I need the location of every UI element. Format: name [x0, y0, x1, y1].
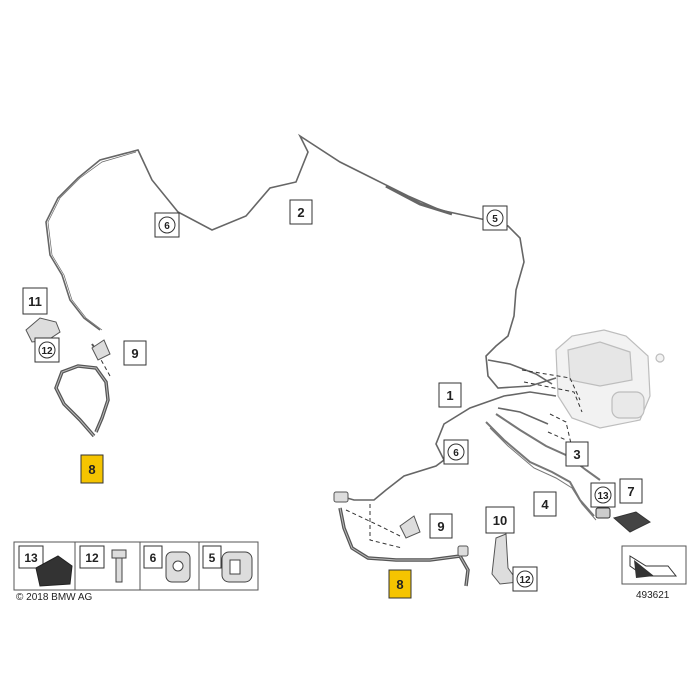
leader-lines — [45, 336, 583, 549]
callout-9-left: 9 — [123, 340, 147, 366]
svg-text:11: 11 — [28, 294, 42, 309]
flex-hose-right — [333, 491, 470, 587]
grommet-icon — [35, 555, 73, 587]
svg-text:4: 4 — [541, 497, 549, 512]
bolt-icon — [111, 549, 127, 583]
legend-item-5: 5 — [202, 545, 253, 583]
brake-fluid-reservoir — [555, 329, 665, 429]
svg-text:12: 12 — [519, 575, 531, 586]
svg-text:12: 12 — [41, 346, 53, 357]
svg-text:2: 2 — [297, 205, 304, 220]
legend-item-12: 12 — [79, 545, 127, 583]
svg-text:5: 5 — [209, 551, 216, 565]
callout-circle-12-left: 12 — [34, 337, 60, 363]
legend-item-6: 6 — [143, 545, 191, 583]
callout-2: 2 — [289, 199, 313, 225]
clip-9-left — [91, 339, 111, 361]
brake-line-rear — [339, 359, 557, 501]
svg-text:3: 3 — [573, 447, 580, 462]
svg-text:9: 9 — [437, 519, 444, 534]
svg-text:6: 6 — [150, 551, 157, 565]
svg-text:7: 7 — [627, 484, 634, 499]
svg-text:10: 10 — [493, 513, 507, 528]
svg-text:13: 13 — [24, 551, 38, 565]
callout-8-left-highlight: 8 — [80, 454, 104, 484]
legend-item-13: 13 — [18, 545, 73, 587]
callout-7: 7 — [619, 478, 643, 504]
brake-line-front — [45, 133, 557, 389]
callout-circle-6-top: 6 — [154, 212, 180, 238]
svg-text:12: 12 — [85, 551, 99, 565]
callout-circle-6-mid: 6 — [443, 439, 469, 465]
pipe-clip-icon — [165, 551, 191, 583]
svg-text:9: 9 — [131, 346, 138, 361]
svg-text:8: 8 — [396, 577, 403, 592]
clip-9-right — [399, 515, 421, 539]
callout-11: 11 — [22, 287, 48, 315]
copyright: © 2018 BMW AG — [16, 592, 93, 603]
callout-circle-12-right: 12 — [512, 566, 538, 592]
callout-circle-5-top: 5 — [482, 205, 508, 231]
callout-8-right-highlight: 8 — [388, 569, 412, 599]
svg-text:1: 1 — [446, 388, 453, 403]
svg-text:6: 6 — [453, 448, 459, 459]
callout-9-right: 9 — [429, 513, 453, 539]
svg-text:6: 6 — [164, 221, 170, 232]
small-parts-legend: 13 12 6 5 — [13, 541, 259, 591]
pipe-holder-icon — [221, 551, 253, 583]
brake-line-3-4 — [485, 413, 601, 521]
callout-1: 1 — [438, 382, 462, 408]
svg-text:5: 5 — [492, 214, 498, 225]
callout-3: 3 — [565, 441, 589, 467]
svg-text:8: 8 — [88, 462, 95, 477]
callout-10: 10 — [485, 506, 515, 534]
callout-circle-13: 13 — [590, 482, 616, 508]
callout-4: 4 — [533, 491, 557, 517]
sensor-7 — [595, 507, 651, 533]
svg-text:13: 13 — [597, 491, 609, 502]
bracket-11 — [25, 317, 61, 343]
orientation-box — [621, 545, 687, 585]
diagram-id: 493621 — [636, 590, 670, 601]
